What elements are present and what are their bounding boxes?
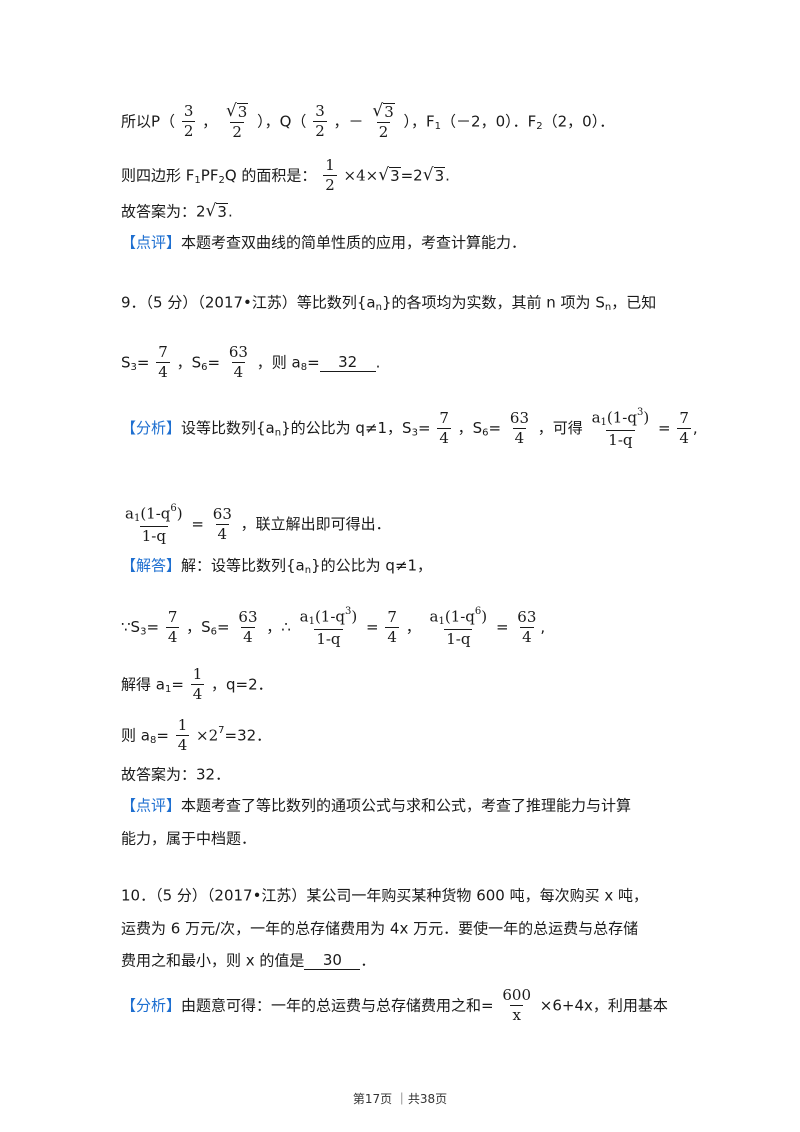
comment-9-cont: 能力，属于中档题． [121, 829, 257, 848]
answer-line: 故答案为：2√3. [121, 201, 233, 221]
page-footer: 第17页 ｜共38页 [352, 1092, 448, 1106]
sum-formula: a1(1-q3)1-q [591, 407, 650, 449]
comment-9: 【点评】本题考查了等比数列的通项公式与求和公式，考查了推理能力与计算 [121, 796, 632, 815]
question-9: 9．（5 分）（2017•江苏）等比数列{an}的各项均为实数，其前 n 项为 … [121, 293, 657, 314]
comment-tag: 【点评】 [121, 796, 182, 815]
solution-9: 【解答】解：设等比数列{an}的公比为 q≠1， [121, 556, 433, 577]
answer-blank: 32 [319, 353, 376, 372]
sum-formula: a1(1-q6)1-q [125, 503, 183, 545]
analysis-tag: 【分析】 [121, 996, 182, 1015]
question-10: 10．（5 分）（2017•江苏）某公司一年购买某种货物 600 吨，每次购买 … [121, 886, 649, 905]
comment-line: 【点评】本题考查双曲线的简单性质的应用，考查计算能力． [121, 233, 527, 252]
answer-blank: 30 [304, 951, 361, 970]
comment-tag: 【点评】 [121, 233, 182, 252]
analysis-tag: 【分析】 [121, 419, 182, 437]
solution-9-final: 故答案为：32． [121, 765, 231, 784]
text: 所以P（ [121, 112, 176, 131]
solution-tag: 【解答】 [121, 556, 182, 575]
question-10-l2: 运费为 6 万元/次，一年的总存储费用为 4x 万元．要使一年的总运费与总存储 [121, 919, 639, 938]
